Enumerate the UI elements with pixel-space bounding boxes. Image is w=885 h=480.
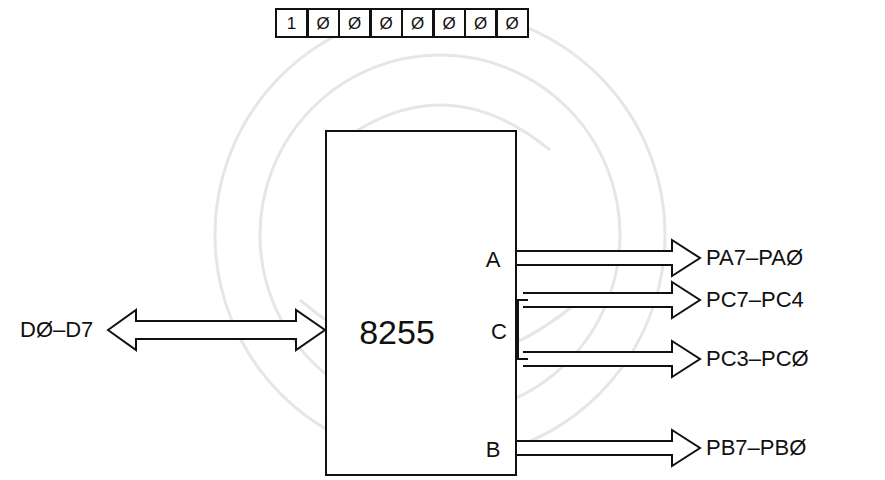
port-label: PB7–PBØ — [706, 437, 806, 459]
bit-value: Ø — [442, 15, 455, 32]
port-name: A — [486, 249, 501, 271]
bus-label: DØ–D7 — [20, 319, 93, 341]
bit-value: Ø — [411, 15, 424, 32]
port-label: PC3–PCØ — [706, 348, 809, 370]
port-arrow — [515, 240, 700, 276]
bit-value: Ø — [316, 15, 329, 32]
bit-box: Ø — [464, 8, 497, 38]
bus-arrow — [108, 310, 325, 350]
bit-value: 1 — [287, 15, 296, 32]
bit-box: 1 — [275, 8, 308, 38]
bit-value: Ø — [379, 15, 392, 32]
bit-box: Ø — [433, 8, 466, 38]
bit-value: Ø — [474, 15, 487, 32]
bit-value: Ø — [505, 15, 518, 32]
port-arrow — [523, 341, 700, 377]
port-label: PA7–PAØ — [706, 247, 803, 269]
bit-box: Ø — [401, 8, 434, 38]
chip-box: 8255 A C B — [325, 130, 517, 476]
port-arrow — [515, 430, 700, 466]
bit-box: Ø — [496, 8, 529, 38]
bit-box: Ø — [370, 8, 403, 38]
port-name: B — [486, 439, 501, 461]
port-arrow — [523, 282, 700, 318]
bit-box: Ø — [307, 8, 340, 38]
chip-name: 8255 — [359, 315, 435, 349]
port-label: PC7–PC4 — [706, 289, 804, 311]
bit-box: Ø — [338, 8, 371, 38]
bit-value: Ø — [348, 15, 361, 32]
port-name: C — [491, 321, 507, 343]
